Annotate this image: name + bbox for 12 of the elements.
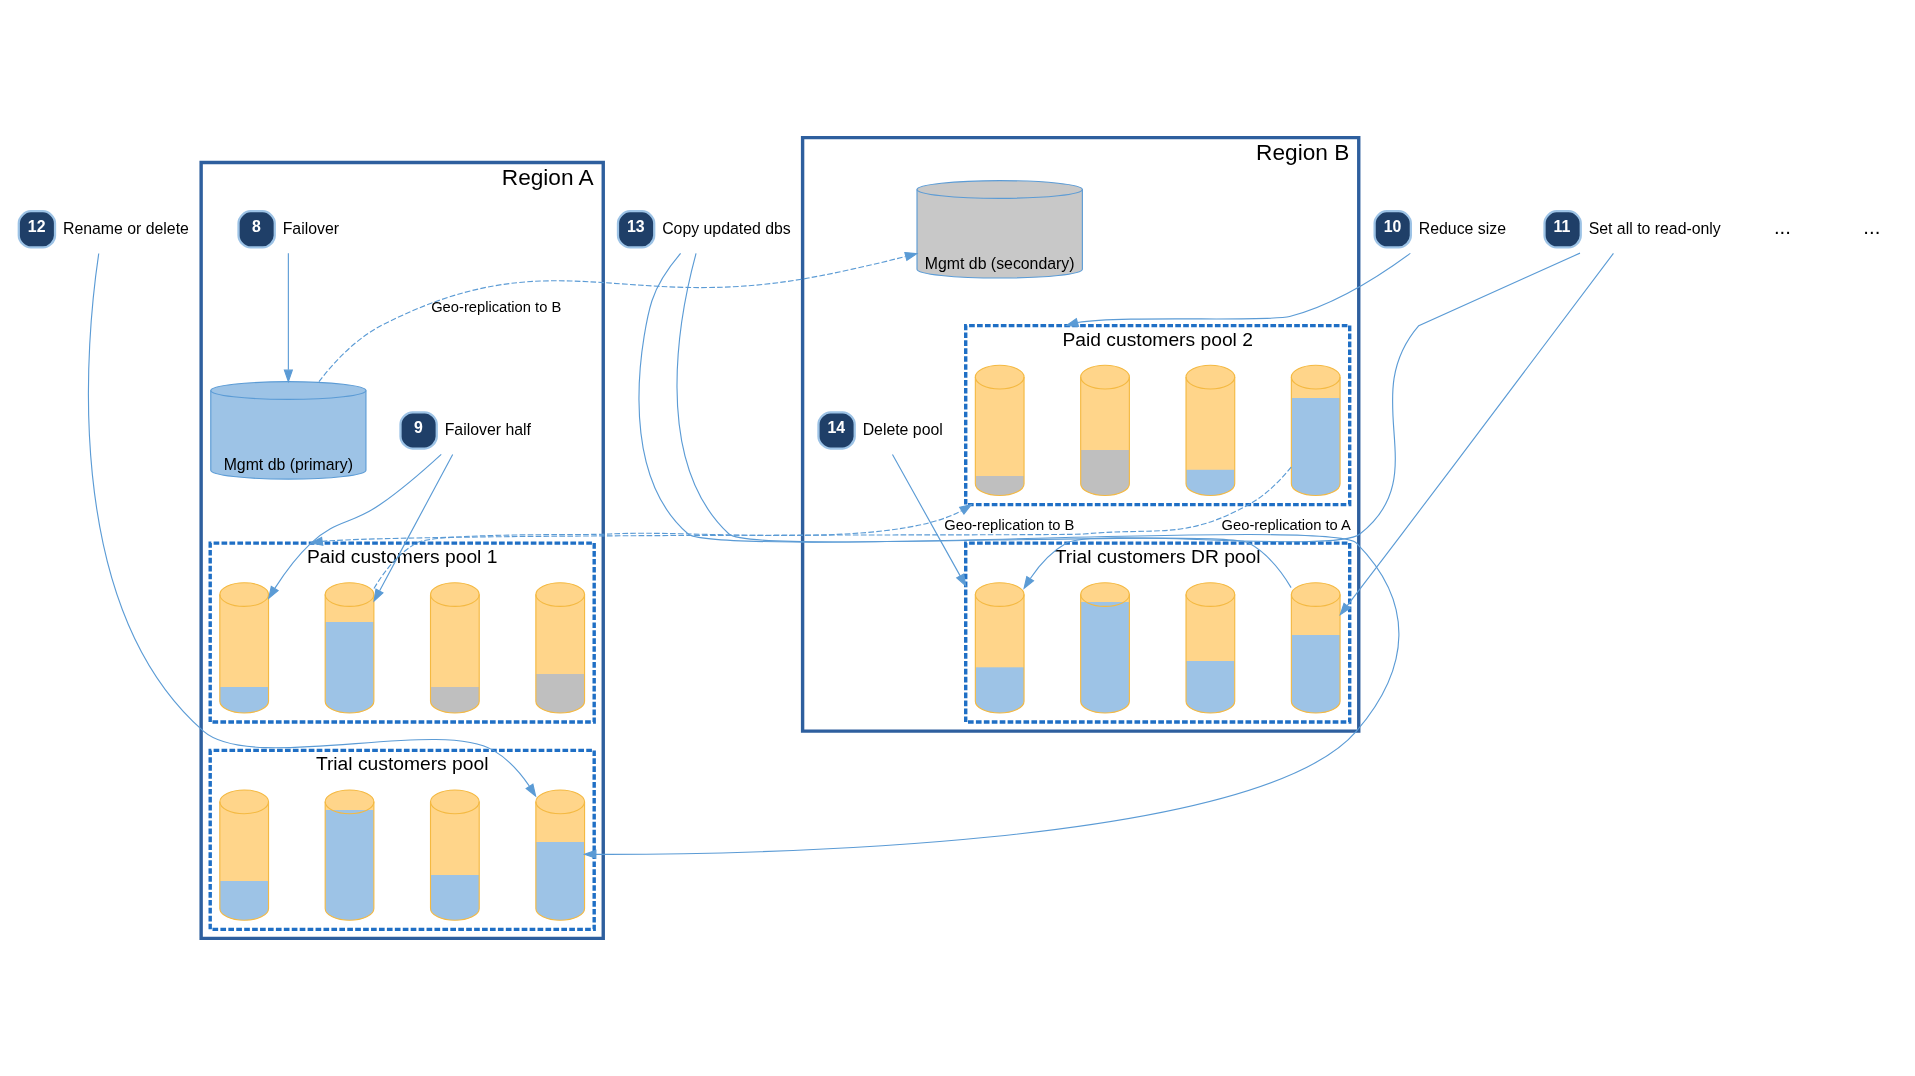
label: ... [1863,216,1881,239]
node-label: Set all to read-only [1588,219,1721,237]
node-label: Rename or delete [62,219,189,237]
label: ... [1773,216,1791,239]
node-label: Failover [282,219,340,237]
node-label: Delete pool [862,420,943,438]
edge-label: Geo-replication to A [1221,516,1351,533]
edge-label: Geo-replication to B [431,299,562,316]
node-label: Copy updated dbs [662,219,791,237]
node-label: Reduce size [1418,219,1506,237]
node-label: Failover half [444,420,531,438]
edge-label: Geo-replication to B [944,516,1075,533]
